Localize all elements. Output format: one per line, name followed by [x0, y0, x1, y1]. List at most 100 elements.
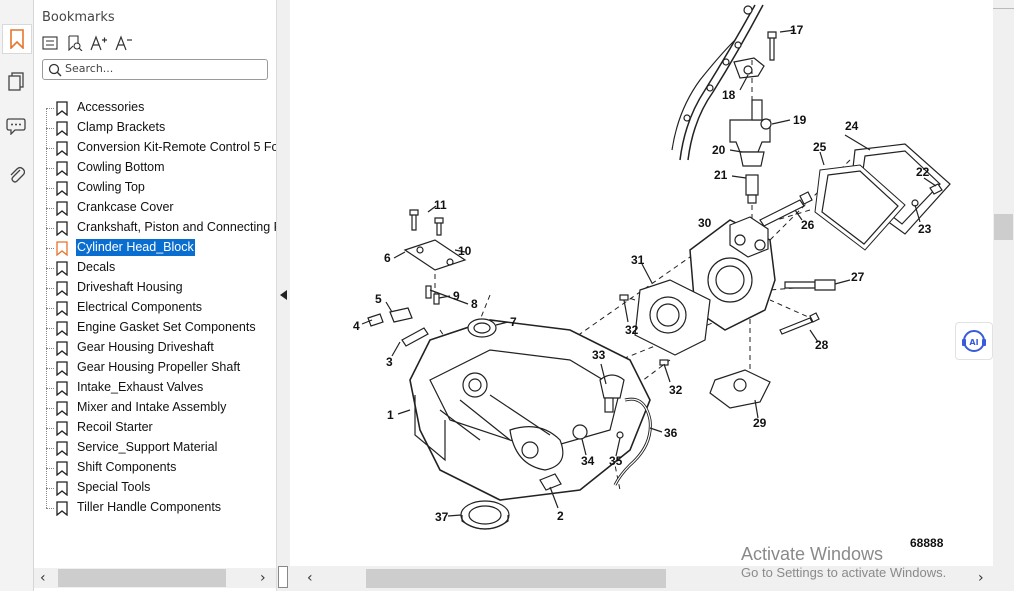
callout-31: 31	[631, 253, 645, 267]
bookmark-label: Cowling Bottom	[77, 160, 165, 174]
tree-branch-line	[46, 508, 54, 509]
ai-assistant-button[interactable]: AI	[955, 322, 993, 360]
attachments-panel-button[interactable]	[2, 160, 30, 188]
tree-branch-line	[46, 408, 54, 409]
doc-scroll-left-arrow-icon[interactable]: ‹	[307, 570, 313, 586]
bookmark-label: Service_Support Material	[77, 440, 218, 454]
bookmark-icon	[56, 281, 68, 296]
bookmark-item[interactable]: Crankshaft, Piston and Connecting Ro	[42, 218, 276, 238]
callout-20: 20	[712, 143, 726, 157]
bookmark-label: Mixer and Intake Assembly	[77, 400, 227, 414]
bookmark-item[interactable]: Cowling Bottom	[42, 158, 276, 178]
tree-branch-line	[46, 388, 54, 389]
tree-branch-line	[46, 128, 54, 129]
tree-branch-line	[46, 308, 54, 309]
panel-title: Bookmarks	[42, 10, 115, 25]
tree-branch-line	[46, 108, 54, 109]
bookmark-label: Recoil Starter	[77, 420, 153, 434]
tree-branch-line	[46, 488, 54, 489]
tree-branch-line	[46, 428, 54, 429]
bookmark-label: Cylinder Head_Block	[75, 238, 196, 257]
bookmark-icon	[56, 241, 68, 256]
watermark-title: Activate Windows	[741, 544, 884, 564]
callout-32b: 32	[669, 383, 683, 397]
bookmark-label: Tiller Handle Components	[77, 500, 222, 514]
bookmark-item[interactable]: Tiller Handle Components	[42, 498, 276, 518]
bookmark-label: Engine Gasket Set Components	[77, 320, 256, 334]
vertical-scrollbar-thumb[interactable]	[994, 214, 1013, 240]
callout-17: 17	[790, 23, 804, 37]
document-horizontal-scrollbar[interactable]: ‹ ›	[290, 566, 1014, 591]
bookmark-icon	[56, 361, 68, 376]
find-bookmark-button[interactable]	[66, 34, 84, 52]
callout-19: 19	[793, 113, 807, 127]
comments-icon	[6, 118, 26, 135]
splitter-handle[interactable]	[278, 566, 288, 588]
document-vertical-scrollbar[interactable]	[993, 0, 1014, 566]
bookmark-item[interactable]: Engine Gasket Set Components	[42, 318, 276, 338]
bookmark-item[interactable]: Crankcase Cover	[42, 198, 276, 218]
bookmark-icon	[56, 261, 68, 276]
bookmark-item[interactable]: Decals	[42, 258, 276, 278]
bookmark-search-box[interactable]	[42, 59, 268, 80]
document-view: 1 2 3 4 5 6 7 8 9 10 11 17 18 19 20 21 2…	[290, 0, 993, 566]
panel-splitter[interactable]	[276, 0, 291, 591]
callout-8: 8	[471, 297, 478, 311]
scroll-right-arrow-icon[interactable]: ›	[260, 570, 266, 586]
panel-horizontal-scrollbar[interactable]: ‹ ›	[34, 568, 276, 588]
bookmark-item[interactable]: Clamp Brackets	[42, 118, 276, 138]
bookmark-item[interactable]: Mixer and Intake Assembly	[42, 398, 276, 418]
search-input[interactable]	[65, 61, 261, 76]
tree-branch-line	[46, 248, 54, 249]
bookmark-item[interactable]: Intake_Exhaust Valves	[42, 378, 276, 398]
text-smaller-icon	[115, 35, 132, 51]
callout-6: 6	[384, 251, 391, 265]
text-smaller-button[interactable]	[115, 34, 133, 52]
doc-scroll-right-arrow-icon[interactable]: ›	[978, 570, 984, 586]
horizontal-scrollbar-thumb[interactable]	[366, 569, 666, 588]
bookmark-item[interactable]: Service_Support Material	[42, 438, 276, 458]
comments-panel-button[interactable]	[2, 112, 30, 140]
bookmark-icon	[56, 161, 68, 176]
callout-21: 21	[714, 168, 728, 182]
callout-7: 7	[510, 315, 517, 329]
bookmark-icon	[56, 221, 68, 236]
windows-activation-watermark: Activate Windows Go to Settings to activ…	[741, 543, 1001, 581]
bookmark-item[interactable]: Recoil Starter	[42, 418, 276, 438]
callout-2: 2	[557, 509, 564, 523]
tree-branch-line	[46, 148, 54, 149]
scroll-up-button[interactable]	[993, 0, 1014, 9]
bookmark-item[interactable]: Conversion Kit-Remote Control 5 Four	[42, 138, 276, 158]
bookmark-item[interactable]: Cowling Top	[42, 178, 276, 198]
bookmark-item[interactable]: Special Tools	[42, 478, 276, 498]
tree-branch-line	[46, 468, 54, 469]
bookmark-icon	[56, 341, 68, 356]
callout-9: 9	[453, 289, 460, 303]
scroll-left-arrow-icon[interactable]: ‹	[40, 570, 46, 586]
bookmark-label: Cowling Top	[77, 180, 145, 194]
callout-36: 36	[664, 426, 678, 440]
callout-28: 28	[815, 338, 829, 352]
bookmarks-panel-button[interactable]	[2, 24, 32, 54]
bookmark-item[interactable]: Gear Housing Driveshaft	[42, 338, 276, 358]
bookmark-item[interactable]: Driveshaft Housing	[42, 278, 276, 298]
callout-33: 33	[592, 348, 606, 362]
scrollbar-thumb[interactable]	[58, 569, 226, 587]
tree-branch-line	[46, 448, 54, 449]
bookmark-item[interactable]: Shift Components	[42, 458, 276, 478]
text-larger-button[interactable]	[90, 34, 108, 52]
pages-panel-button[interactable]	[2, 68, 30, 96]
collapse-panel-icon[interactable]	[280, 290, 288, 300]
expand-all-icon	[42, 36, 58, 50]
bookmark-item[interactable]: Cylinder Head_Block	[42, 238, 276, 258]
callout-35: 35	[609, 454, 623, 468]
bookmark-item[interactable]: Electrical Components	[42, 298, 276, 318]
bookmark-item[interactable]: Gear Housing Propeller Shaft	[42, 358, 276, 378]
expand-all-button[interactable]	[41, 34, 59, 52]
bookmark-item[interactable]: Accessories	[42, 98, 276, 118]
pages-icon	[8, 72, 24, 91]
find-bookmark-icon	[68, 35, 83, 51]
bookmark-label: Clamp Brackets	[77, 120, 166, 134]
callout-22: 22	[916, 165, 930, 179]
